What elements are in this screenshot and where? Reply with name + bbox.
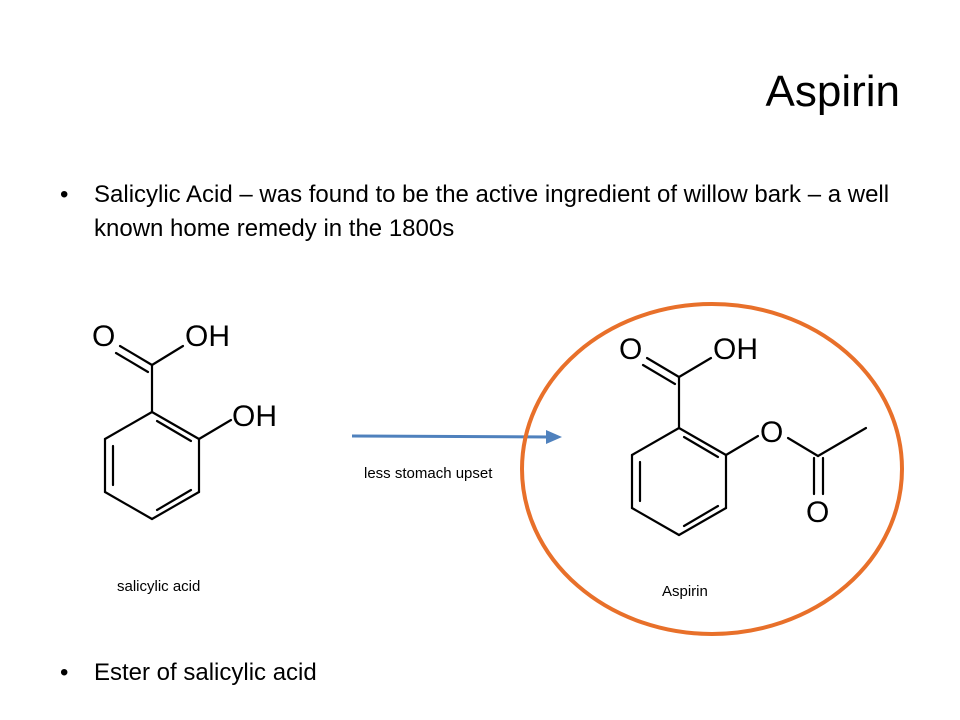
bond: [150, 344, 185, 367]
atom-o-acetyl: O: [806, 496, 829, 529]
bond: [641, 363, 677, 386]
bond: [114, 351, 150, 374]
salicylic-acid-caption: salicylic acid: [117, 578, 201, 595]
aspirin-caption: Aspirin: [662, 583, 708, 600]
ring-bond: [630, 506, 681, 537]
ring-bond: [150, 490, 201, 521]
bond: [118, 344, 154, 367]
atom-oh-acid: OH: [713, 333, 758, 366]
reaction-arrow: [351, 430, 562, 444]
bond: [197, 418, 233, 441]
ring-bond: [630, 426, 681, 457]
bullet-dot: •: [60, 181, 69, 208]
aspirin-structure: [630, 356, 868, 537]
atom-o-carbonyl: O: [92, 320, 115, 353]
slide-title: Aspirin: [765, 67, 901, 116]
bond: [677, 356, 713, 379]
ring-bond: [103, 410, 154, 441]
salicylic-acid-structure: [103, 344, 233, 521]
bullet-point-ester: • Ester of salicylic acid: [60, 656, 560, 690]
bond: [786, 436, 820, 458]
bond: [645, 356, 681, 379]
bullet-dot: •: [60, 659, 69, 686]
highlight-circle: [520, 302, 904, 636]
bullet-point-salicylic: • Salicylic Acid – was found to be the a…: [60, 178, 910, 246]
ring-bond: [103, 490, 154, 521]
atom-oh-phenol: OH: [232, 400, 277, 433]
ring-bond: [150, 410, 201, 441]
ring-double-bond: [155, 488, 193, 512]
ring-bond: [677, 506, 728, 537]
atom-oh-acid: OH: [185, 320, 230, 353]
arrow-label: less stomach upset: [364, 465, 493, 482]
bullet-text: Ester of salicylic acid: [94, 659, 317, 686]
bullet-text: Salicylic Acid – was found to be the act…: [94, 181, 890, 242]
ring-double-bond: [682, 504, 720, 528]
ring-double-bond: [682, 435, 720, 459]
bond: [816, 426, 868, 458]
ring-bond: [677, 426, 728, 457]
ring-double-bond: [155, 419, 193, 443]
bond: [724, 434, 760, 457]
atom-o-ester: O: [760, 416, 783, 449]
atom-o-carbonyl: O: [619, 333, 642, 366]
